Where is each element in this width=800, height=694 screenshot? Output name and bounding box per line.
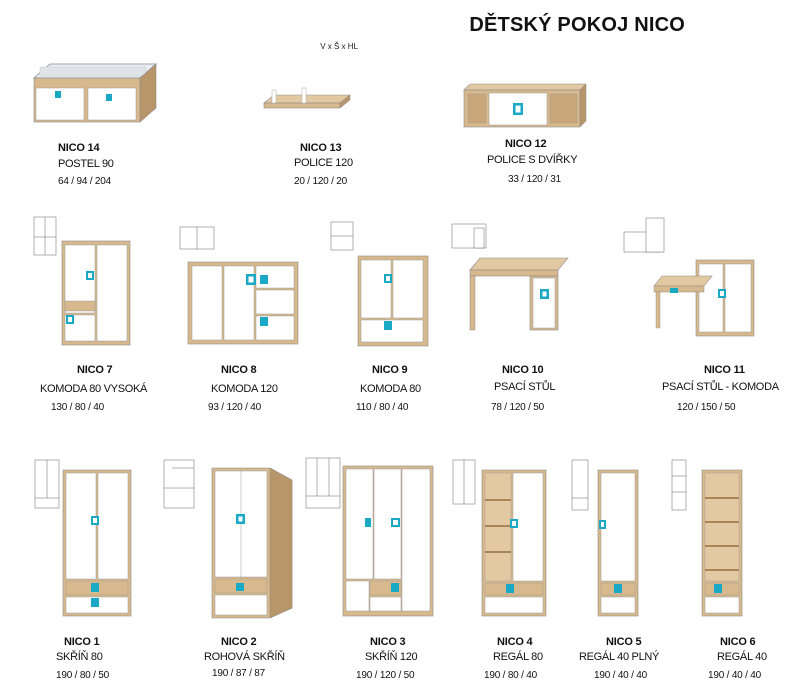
desk-image [450, 222, 570, 334]
product-description: REGÁL 40 PLNÝ [579, 651, 660, 663]
wardrobe-120-image [303, 456, 435, 618]
product-name: NICO 5 [606, 636, 642, 648]
product-dimensions: 93 / 120 / 40 [208, 402, 262, 413]
product-description: KOMODA 120 [211, 383, 278, 395]
product-dimensions: 190 / 80 / 50 [56, 670, 110, 681]
product-description: REGÁL 80 [493, 651, 543, 663]
product-dimensions: 130 / 80 / 40 [51, 402, 105, 413]
product-name: NICO 10 [502, 364, 544, 376]
chest-120-image [178, 222, 303, 347]
product-name: NICO 3 [370, 636, 406, 648]
catalog-title: DĚTSKÝ POKOJ NICO [469, 14, 685, 36]
wall-shelf-image [262, 86, 352, 110]
product-description: REGÁL 40 [717, 651, 767, 663]
product-dimensions: 190 / 120 / 50 [356, 670, 415, 681]
product-description: SKŘÍŇ 80 [56, 651, 103, 663]
product-name: NICO 4 [497, 636, 533, 648]
product-name: NICO 12 [505, 138, 547, 150]
product-name: NICO 6 [720, 636, 756, 648]
product-name: NICO 7 [77, 364, 113, 376]
product-name: NICO 11 [704, 364, 745, 376]
shelf-40-full-image [570, 458, 645, 618]
tall-chest-image [32, 215, 132, 347]
chest-80-image [328, 220, 433, 348]
product-name: NICO 9 [372, 364, 408, 376]
product-description: ROHOVÁ SKŘÍŇ [204, 651, 285, 663]
product-name: NICO 13 [300, 142, 342, 154]
product-description: KOMODA 80 [360, 383, 421, 395]
product-name: NICO 2 [221, 636, 257, 648]
product-description: POLICE 120 [294, 157, 353, 169]
product-description: POLICE S DVÍŘKY [487, 154, 578, 166]
product-dimensions: 190 / 40 / 40 [594, 670, 648, 681]
product-name: NICO 8 [221, 364, 257, 376]
product-description: PSACÍ STŮL [494, 381, 556, 393]
shelf-40-image [668, 458, 748, 618]
product-dimensions: 110 / 80 / 40 [356, 402, 409, 413]
product-description: SKŘÍŇ 120 [365, 651, 418, 663]
bed-image [30, 58, 160, 128]
wardrobe-80-image [33, 458, 135, 618]
product-description: PSACÍ STŮL - KOMODA [662, 381, 779, 393]
product-dimensions: 78 / 120 / 50 [491, 402, 545, 413]
product-dimensions: 190 / 40 / 40 [708, 670, 762, 681]
shelf-80-image [450, 458, 550, 618]
corner-wardrobe-image [160, 458, 295, 620]
product-description: KOMODA 80 VYSOKÁ [40, 383, 148, 395]
product-dimensions: 190 / 80 / 40 [484, 670, 538, 681]
product-dimensions: 33 / 120 / 31 [508, 174, 562, 185]
product-name: NICO 14 [58, 142, 100, 154]
product-dimensions: 64 / 94 / 204 [58, 176, 112, 187]
product-description: POSTEL 90 [58, 158, 114, 170]
product-dimensions: 190 / 87 / 87 [212, 668, 266, 679]
product-dimensions: 120 / 150 / 50 [677, 402, 736, 413]
product-name: NICO 1 [64, 636, 100, 648]
desk-chest-image [622, 212, 762, 340]
shelf-with-door-image [462, 80, 587, 130]
dimensions-legend: V x Š x HL [320, 42, 358, 51]
product-dimensions: 20 / 120 / 20 [294, 176, 348, 187]
